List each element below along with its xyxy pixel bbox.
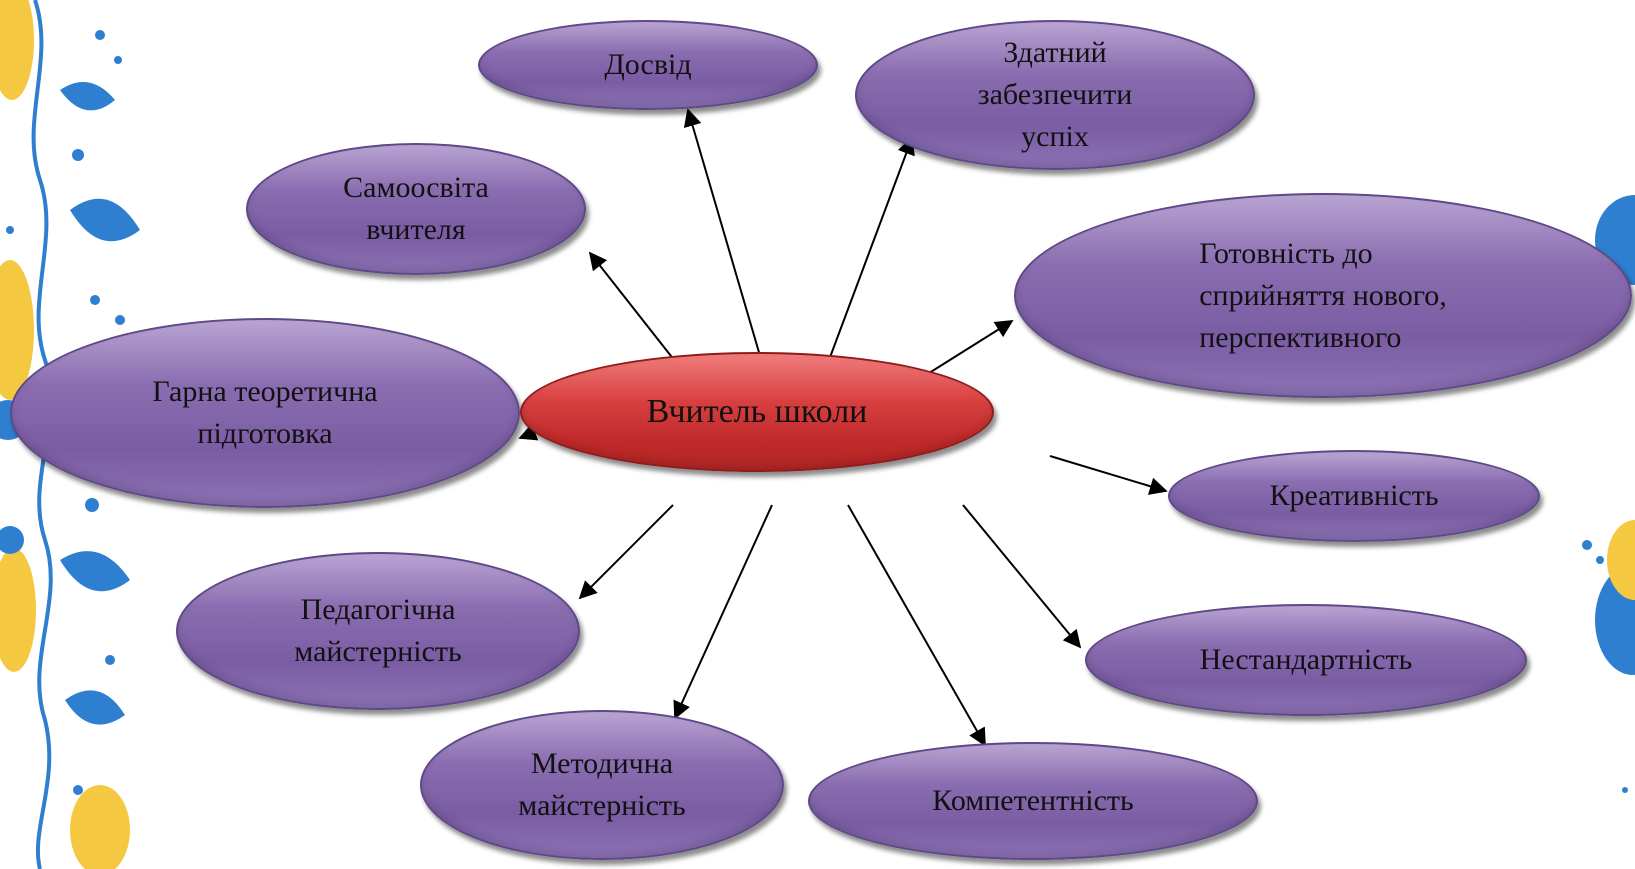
node-nestandartnist: Нестандартність [1085,604,1527,716]
node-kompetentnist: Компетентність [808,742,1258,860]
arrow-to-nestandartnist [962,504,1082,649]
arrow-to-hotovnist [917,320,1014,381]
node-teoretychna-label: Гарна теоретична підготовка [152,375,378,450]
node-dosvid-label: Досвід [604,48,692,81]
arrow-to-metodychna [673,504,773,720]
node-samoosvita: Самоосвіта вчителя [246,143,586,275]
arrow-to-zdatnyi [825,136,915,369]
node-nestandartnist-label: Нестандартність [1199,643,1413,676]
arrow-to-kompetentnist [847,504,986,747]
right-ornament-border [1582,195,1635,793]
center-node-label: Вчитель школи [646,393,868,431]
node-kreatyvnist: Креативність [1168,450,1540,542]
node-pedahohichna-label: Педагогічна майстерність [294,593,462,668]
node-metodychna: Методична майстерність [420,710,784,860]
left-ornament-border [0,0,140,869]
node-hotovnist: Готовність до сприйняття нового, перспек… [1014,193,1632,398]
arrow-to-pedahohichna [578,504,674,600]
node-zdatnyi-label: Здатний забезпечити успіх [977,36,1133,153]
node-samoosvita-label: Самоосвіта вчителя [343,171,489,246]
node-zdatnyi: Здатний забезпечити успіх [855,20,1255,170]
node-hotovnist-label: Готовність до сприйняття нового, перспек… [1199,236,1447,354]
node-dosvid: Досвід [478,20,818,110]
node-pedahohichna: Педагогічна майстерність [176,552,580,710]
node-kompetentnist-label: Компетентність [932,784,1134,817]
arrow-to-kreatyvnist [1049,455,1168,495]
arrow-to-dosvid [683,108,764,367]
node-teoretychna: Гарна теоретична підготовка [10,318,520,508]
node-metodychna-label: Методична майстерність [518,747,686,822]
arrow-to-samoosvita [588,251,683,371]
center-node: Вчитель школи [520,352,994,472]
node-kreatyvnist-label: Креативність [1269,479,1439,512]
